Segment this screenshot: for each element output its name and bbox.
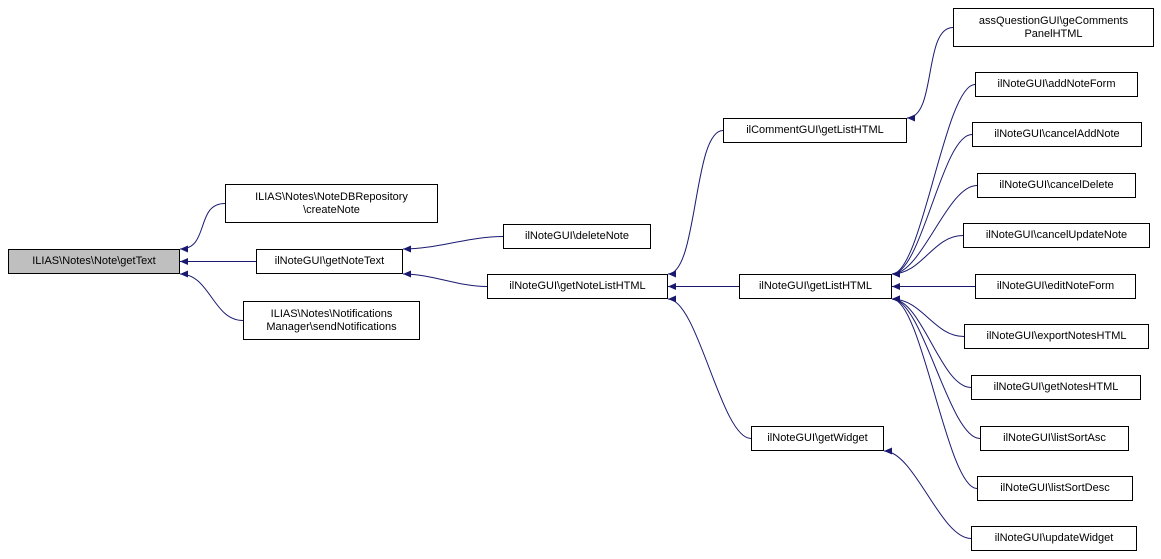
edge-cancelAddNote-to-getListHTML — [891, 134, 973, 278]
edge-commentGetListHTML-to-getNoteListHTML — [667, 130, 724, 278]
graph-node-exportNotesHTML[interactable]: ilNoteGUI\exportNotesHTML — [964, 324, 1149, 349]
edge-getNoteListHTML-to-getNoteText — [402, 270, 488, 287]
node-label: ilCommentGUI\getListHTML — [746, 124, 884, 136]
edge-updateWidget-to-getWidget — [883, 447, 972, 539]
graph-node-deleteNote[interactable]: ilNoteGUI\deleteNote — [503, 224, 651, 249]
edge-cancelDelete-to-getListHTML — [891, 185, 978, 278]
edge-getWidget-to-getNoteListHTML — [667, 295, 752, 439]
node-label: ilNoteGUI\getNotesHTML — [993, 381, 1119, 393]
edge-deleteNote-to-getNoteText — [402, 236, 504, 253]
node-label: \createNote — [303, 203, 360, 216]
graph-node-addNoteForm[interactable]: ilNoteGUI\addNoteForm — [975, 72, 1138, 97]
edge-addNoteForm-to-getListHTML — [891, 84, 976, 278]
edge-cancelUpdateNote-to-getListHTML — [891, 235, 964, 278]
node-label: ilNoteGUI\editNoteForm — [996, 280, 1115, 292]
node-label: ilNoteGUI\cancelUpdateNote — [985, 229, 1128, 241]
graph-node-cancelDelete[interactable]: ilNoteGUI\cancelDelete — [977, 173, 1136, 198]
graph-node-getNoteListHTML[interactable]: ilNoteGUI\getNoteListHTML — [487, 274, 668, 299]
node-label: PanelHTML — [1024, 27, 1083, 40]
edge-createNote-to-getText — [179, 203, 226, 253]
node-label: ilNoteGUI\getNoteListHTML — [509, 280, 646, 292]
node-label: ilNoteGUI\getListHTML — [758, 280, 873, 292]
graph-node-getWidget[interactable]: ilNoteGUI\getWidget — [751, 426, 884, 451]
edge-listSortAsc-to-getListHTML — [891, 295, 981, 439]
graph-node-getNoteText[interactable]: ilNoteGUI\getNoteText — [256, 249, 403, 274]
graph-node-commentGetListHTML[interactable]: ilCommentGUI\getListHTML — [723, 118, 907, 143]
node-label: ilNoteGUI\updateWidget — [994, 532, 1114, 544]
node-label: ilNoteGUI\deleteNote — [525, 230, 629, 242]
node-label: ILIAS\Notes\NoteDBRepository — [255, 190, 408, 203]
node-label: ilNoteGUI\cancelDelete — [999, 179, 1114, 191]
node-label: ilNoteGUI\addNoteForm — [997, 78, 1116, 90]
node-label: ilNoteGUI\exportNotesHTML — [986, 330, 1127, 342]
node-label: ILIAS\Notes\Notifications — [270, 307, 393, 320]
node-label: ilNoteGUI\cancelAddNote — [994, 128, 1120, 140]
node-label: ILIAS\Notes\Note\getText — [32, 255, 156, 267]
graph-node-editNoteForm[interactable]: ilNoteGUI\editNoteForm — [975, 274, 1136, 299]
edge-listSortDesc-to-getListHTML — [891, 295, 978, 489]
graph-node-listSortDesc[interactable]: ilNoteGUI\listSortDesc — [977, 476, 1133, 501]
edge-getNotesHTML-to-getListHTML — [891, 295, 972, 388]
graph-node-updateWidget[interactable]: ilNoteGUI\updateWidget — [971, 526, 1137, 551]
graph-node-getNotesHTML[interactable]: ilNoteGUI\getNotesHTML — [971, 375, 1141, 400]
node-label: ilNoteGUI\listSortDesc — [1000, 482, 1110, 494]
graph-node-cancelAddNote[interactable]: ilNoteGUI\cancelAddNote — [972, 122, 1142, 147]
graph-node-getText: ILIAS\Notes\Note\getText — [8, 249, 180, 274]
edge-assQuestionPanel-to-commentGetListHTML — [906, 27, 954, 122]
node-label: ilNoteGUI\getWidget — [767, 432, 868, 444]
edge-exportNotesHTML-to-getListHTML — [891, 295, 965, 337]
graph-node-getListHTML[interactable]: ilNoteGUI\getListHTML — [739, 274, 892, 299]
node-label: ilNoteGUI\listSortAsc — [1003, 432, 1106, 444]
graph-node-cancelUpdateNote[interactable]: ilNoteGUI\cancelUpdateNote — [963, 223, 1150, 248]
graph-node-createNote[interactable]: ILIAS\Notes\NoteDBRepository\createNote — [225, 184, 438, 223]
node-label: ilNoteGUI\getNoteText — [274, 255, 385, 267]
node-label: Manager\sendNotifications — [266, 320, 397, 333]
edge-sendNotifications-to-getText — [179, 270, 244, 321]
node-label: assQuestionGUI\geComments — [978, 14, 1129, 27]
graph-node-listSortAsc[interactable]: ilNoteGUI\listSortAsc — [980, 426, 1129, 451]
